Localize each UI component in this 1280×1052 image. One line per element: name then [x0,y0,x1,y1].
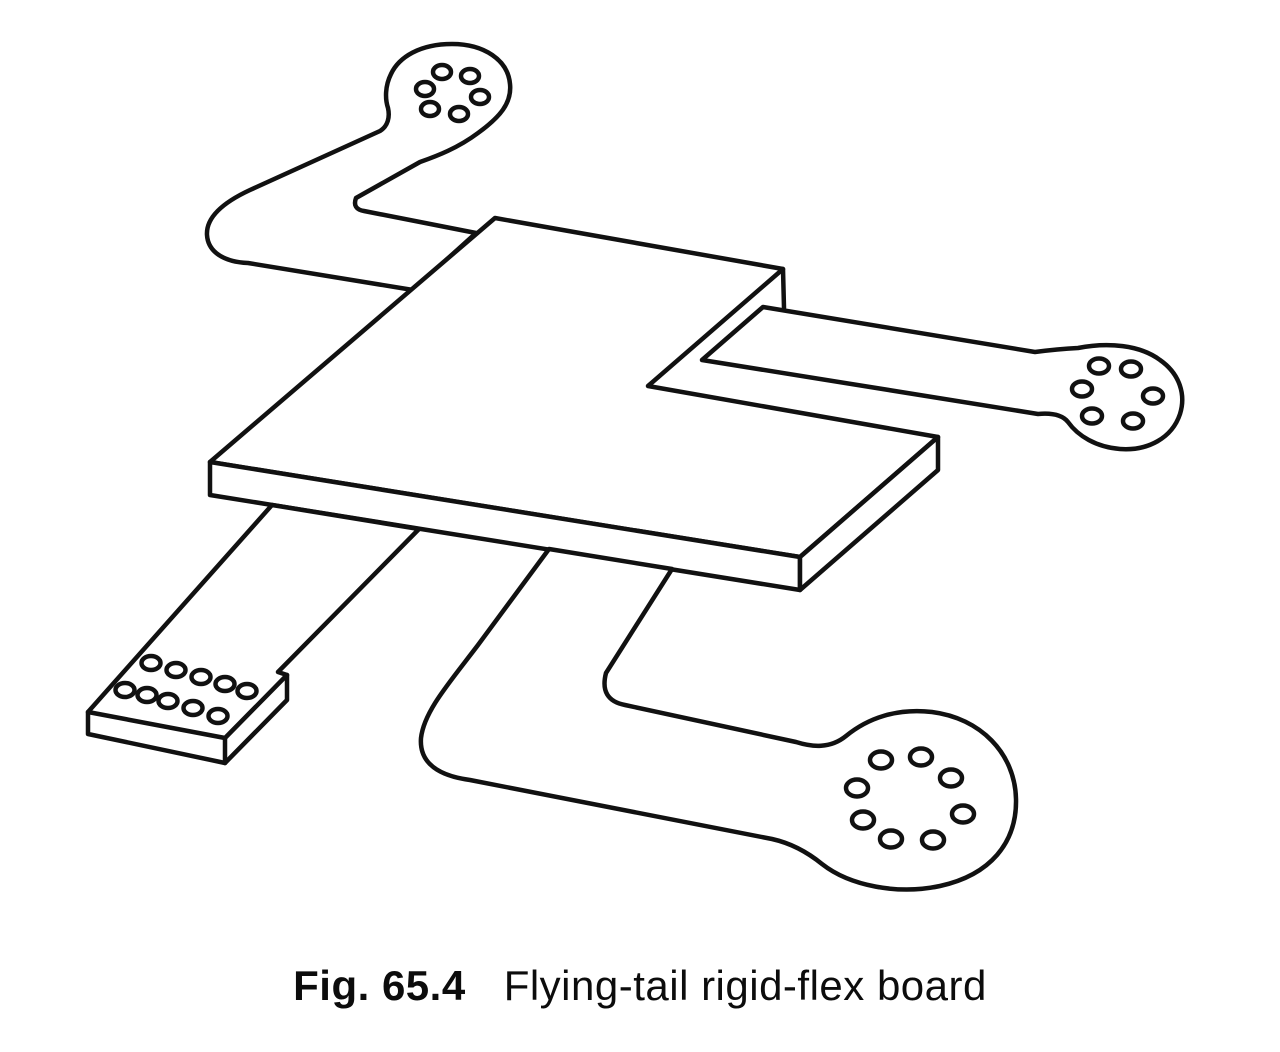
pad-hole [1120,411,1146,431]
flex-tail-bottom [418,546,1019,892]
pad-hole [877,828,905,850]
figure-caption-label: Fig. 65.4 [293,962,466,1009]
pad-holes-right [1069,356,1166,431]
pad-hole [113,680,137,700]
pad-hole [135,685,159,705]
flex-tail-bottom-outline [418,546,1019,892]
pad-hole [907,746,935,768]
flex-tail-bottom-left-connector [85,502,422,766]
figure-caption: Fig. 65.4 Flying-tail rigid-flex board [0,962,1280,1010]
pad-hole [447,104,471,124]
pad-hole [849,809,877,831]
pad-hole [867,749,895,771]
pad-hole [458,66,482,86]
board-notch-corner-edge [780,266,787,311]
pad-hole [937,767,965,789]
connector-outline [85,502,422,766]
pad-hole [413,79,437,99]
pad-hole [156,691,180,711]
pad-holes-bottom [843,746,977,851]
flex-tail-top-left [204,41,513,293]
pad-hole [468,87,492,107]
pad-hole [430,62,454,82]
flex-tail-right-outline [699,304,1185,452]
pad-holes-top-left [413,62,492,124]
flex-tail-right [699,304,1185,452]
pad-hole [1086,356,1112,376]
pad-hole [919,829,947,851]
pad-hole [189,667,213,687]
figure-caption-title: Flying-tail rigid-flex board [503,962,987,1009]
pad-hole [949,803,977,825]
pad-hole [213,674,237,694]
pad-hole [181,698,205,718]
connector-top-front-edge [85,709,228,741]
pad-hole [206,706,230,726]
pad-hole [1118,359,1144,379]
connector-top-right-edge [222,672,290,741]
pad-hole [1079,406,1105,426]
pad-hole [418,99,442,119]
connector-holes [113,653,259,726]
board-right-face [797,434,941,593]
pad-hole [1069,379,1095,399]
pad-hole [164,660,188,680]
pad-hole [843,777,871,799]
line-art [85,41,1185,892]
pad-hole [1140,386,1166,406]
rigid-board [207,215,941,593]
pad-hole [235,681,259,701]
pad-hole [139,653,163,673]
